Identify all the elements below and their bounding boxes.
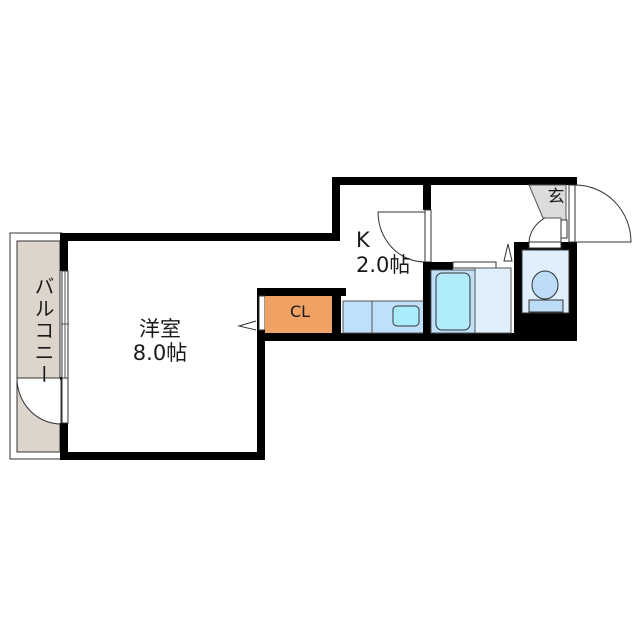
- toilet-icon: [531, 270, 559, 300]
- bath-area: [423, 243, 513, 341]
- kitchen-size: 2.0帖: [356, 253, 411, 277]
- closet-door: [258, 295, 266, 331]
- toilet-room: [514, 177, 577, 341]
- entrance-label: 玄: [547, 187, 565, 207]
- balcony-label: バルコニー: [31, 276, 55, 386]
- entry-arrow-icon: [237, 320, 257, 331]
- kitchen-door-swing: [377, 211, 426, 263]
- western-room-walls: [60, 233, 337, 460]
- entrance-door: [568, 184, 576, 243]
- entrance-door-swing: [574, 184, 632, 243]
- entrance: [528, 184, 632, 243]
- bathtub-icon: [435, 272, 471, 331]
- western-room-size: 8.0帖: [132, 341, 188, 365]
- kitchen-name: K: [356, 228, 370, 252]
- toilet-tank-icon: [528, 299, 564, 313]
- sink-icon: [392, 305, 420, 327]
- kitchen-counter: [342, 300, 425, 334]
- closet-label: CL: [289, 302, 311, 321]
- closet: [237, 288, 346, 341]
- kitchen-walls: [257, 177, 577, 341]
- balcony: [9, 232, 63, 460]
- marker-icon: [503, 243, 513, 262]
- western-room-name: 洋室: [139, 317, 181, 341]
